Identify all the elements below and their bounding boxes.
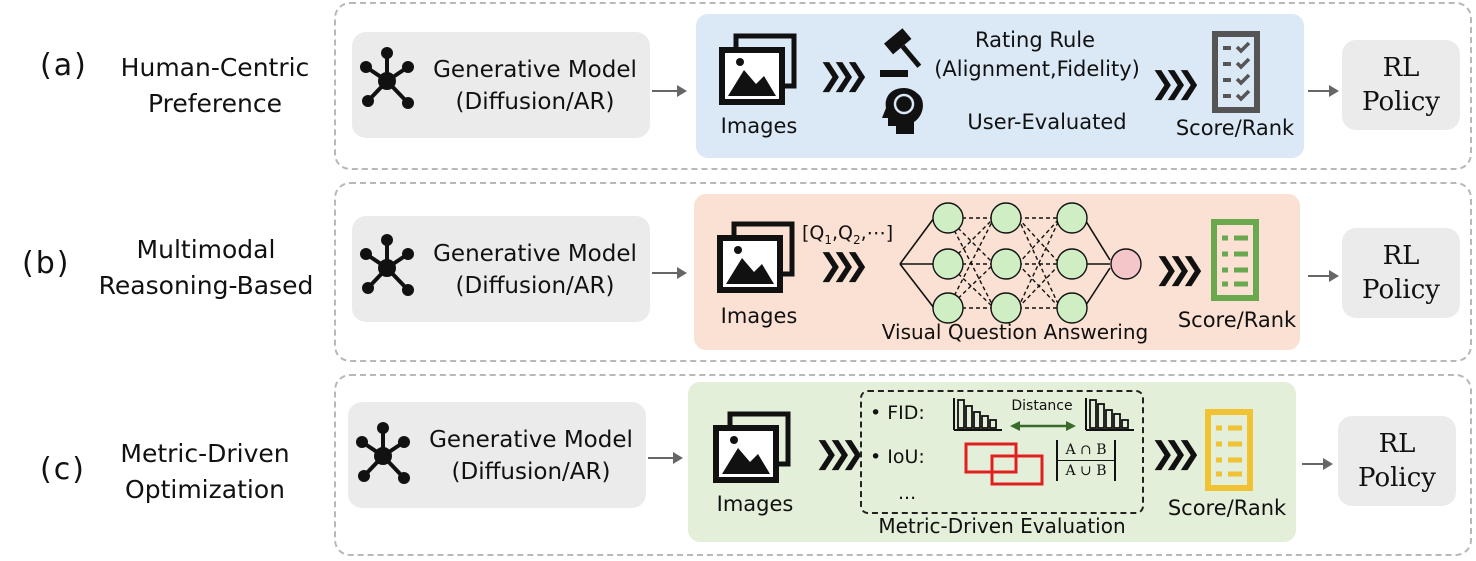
row-b-frame [334,182,1472,362]
brain-head-icon [882,88,923,134]
row-a-panel [696,14,1304,158]
row-b-arrow-1 [652,272,678,274]
row-c-frame [334,374,1472,556]
row-b-questions: [Q1,Q2,⋯] [802,222,894,247]
row-b-score-label: Score/Rank [1177,308,1297,332]
row-b-arrowhead-1 [677,267,687,279]
row-b-generator-label: Generative Model (Diffusion/AR) [433,241,637,299]
row-c-label: (c) [40,452,110,487]
iou-boxes-icon [964,442,1044,486]
row-c-score-label: Score/Rank [1167,496,1287,520]
row-c-arrow-1 [648,457,674,459]
row-b-chevrons-1: ❯❯❯ [818,248,870,283]
metric-ellipsis: ... [898,482,917,504]
image-stack-icon [717,221,795,293]
row-b-letter: (b) [22,246,71,281]
checklist-icon [1211,219,1259,301]
row-a-arrowhead-1 [677,85,687,97]
gavel-icon [880,28,922,77]
row-c-metric-label: Metric-Driven Evaluation [878,514,1126,538]
histogram-icon [953,398,1002,431]
row-b-chevrons-2: ❯❯❯ [1154,252,1206,287]
row-b-arrow-2 [1308,275,1330,277]
row-a-arrow-1 [652,90,678,92]
molecule-icon [360,47,414,109]
metric-dashed-box [860,390,1144,514]
row-c-chevrons-2: ❯❯❯ [1150,436,1202,471]
molecule-icon [356,422,410,484]
row-c-generator-label: Generative Model (Diffusion/AR) [429,427,633,485]
iou-formula: A ∩ B A ∪ B [1056,440,1116,481]
row-b-vqa-label: Visual Question Answering [881,320,1149,344]
row-a-generator-box [352,32,650,138]
row-a-arrow-2 [1308,90,1330,92]
row-a-generator-label: Generative Model (Diffusion/AR) [433,57,637,115]
image-stack-icon [713,411,791,483]
row-a-arrowhead-2 [1329,85,1339,97]
row-b-images-label: Images [720,304,798,328]
vqa-network-icon [899,202,1142,324]
row-c-images-label: Images [716,492,794,516]
row-a-score-label: Score/Rank [1175,116,1295,140]
image-stack-icon [719,33,797,105]
row-a-images-label: Images [720,114,798,138]
row-b-title: Multimodal Reasoning-Based [98,235,314,300]
row-c-generator-box [348,402,646,508]
row-a-label: (a) [40,48,110,83]
row-b-arrowhead-2 [1329,270,1339,282]
row-b-label: (b) [22,246,92,281]
row-a-frame [334,2,1472,170]
row-a-rating-rule: Rating Rule [974,28,1096,52]
row-c-chevrons-1: ❯❯❯ [814,436,866,471]
row-c-title: Metric-Driven Optimization [120,439,290,504]
row-a-chevrons-1: ❯❯❯ [818,58,870,93]
row-a-rating-detail: (Alignment,Fidelity) [934,57,1140,81]
row-c-arrowhead-2 [1323,458,1333,470]
row-c-arrowhead-1 [673,452,683,464]
row-b-generator-box [352,216,650,322]
fid-label: • FID: [870,402,925,424]
distance-label: Distance [1011,398,1073,414]
row-c-arrow-2 [1302,463,1324,465]
checklist-icon [1212,31,1260,113]
iou-label: • IoU: [870,446,925,468]
row-c-letter: (c) [40,452,86,487]
row-a-chevrons-2: ❯❯❯ [1150,66,1202,101]
row-a-user-evaluated: User-Evaluated [967,110,1127,134]
row-a-letter: (a) [40,48,88,83]
molecule-icon [360,234,414,296]
checklist-icon [1205,409,1253,491]
distance-arrow [1010,421,1076,431]
histogram-icon [1085,398,1134,431]
row-a-title: Human-Centric Preference [120,53,310,118]
